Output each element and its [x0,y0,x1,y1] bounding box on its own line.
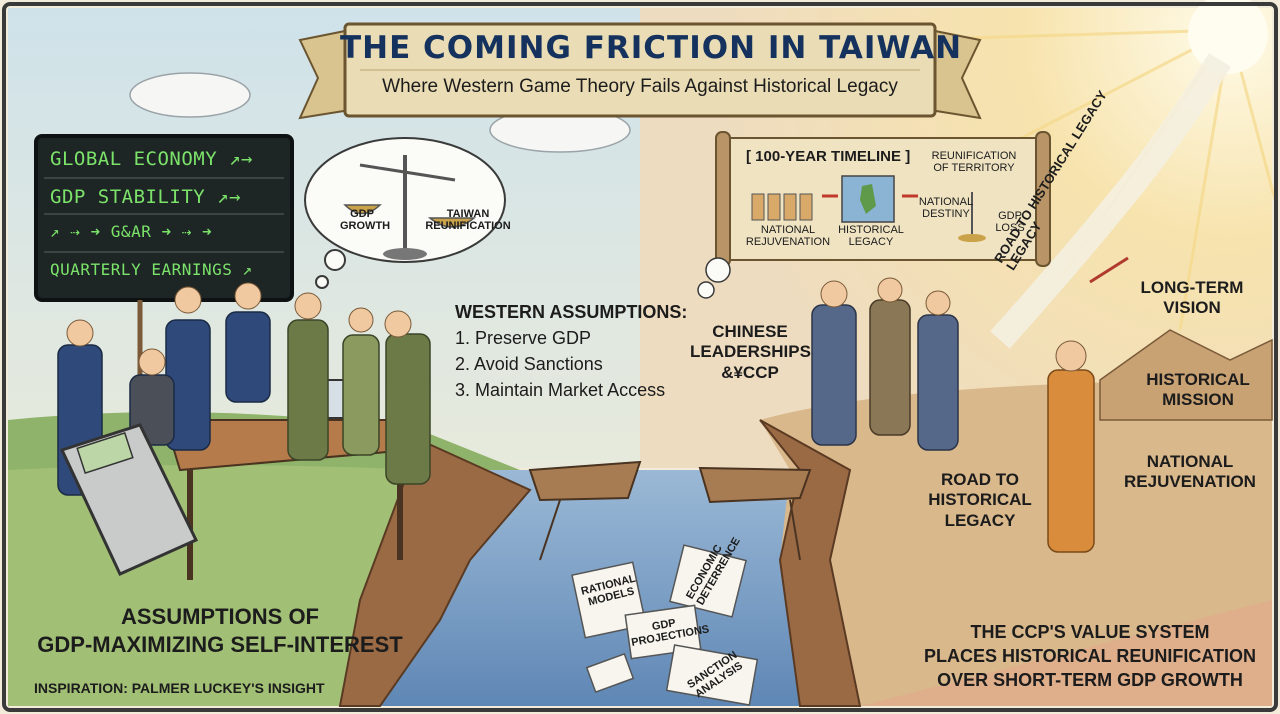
timeline-gdp-loss: GDP LOSS [995,210,1025,234]
ticker-board [34,134,294,410]
ticker-line-global-economy: GLOBAL ECONOMY ↗→ [50,148,253,170]
right-caption-line3: OVER SHORT-TERM GDP GROWTH [937,670,1243,690]
falling-papers [571,544,759,706]
scale-label-taiwan-reunification: TAIWAN REUNIFICATION [425,208,511,232]
right-caption-line2: PLACES HISTORICAL REUNIFICATION [923,646,1256,666]
western-group [57,282,431,580]
ground-right [760,380,1272,706]
left-caption-line2: GDP-MAXIMIZING SELF-INTEREST [37,632,403,657]
timeline-national-destiny: NATIONAL DESTINY [918,196,974,220]
western-assumption-item: 2. Avoid Sanctions [455,354,603,374]
timeline-reunification: REUNIFICATION OF TERRITORY [931,150,1017,174]
western-assumption-item: 3. Maintain Market Access [455,380,666,400]
page-title: THE COMING FRICTION IN TAIWAN [340,30,963,66]
timeline-historical-legacy: HISTORICAL LEGACY [838,224,904,248]
left-caption-line1: ASSUMPTIONS OF [120,604,319,629]
timeline-scroll [697,131,1051,299]
title-banner [298,22,982,120]
label-national-rejuvenation: NATIONAL REJUVENATION [1124,452,1256,492]
road-arrow [1089,256,1129,284]
ticker-line-quarterly-earnings: QUARTERLY EARNINGS ↗ [50,260,253,279]
timeline-header: [ 100-YEAR TIMELINE ] [746,148,911,165]
page-subtitle: Where Western Game Theory Fails Against … [382,76,898,97]
western-assumptions-heading: WESTERN ASSUMPTIONS: [455,302,688,322]
western-assumption-item: 1. Preserve GDP [455,328,592,348]
label-long-term-vision: LONG-TERM VISION [1140,278,1244,318]
timeline-national-rejuvenation: NATIONAL REJUVENATION [745,224,831,248]
scales-thought-bubble [304,137,506,289]
right-caption-line1: THE CCP'S VALUE SYSTEM [970,622,1210,642]
winding-road [990,53,1232,349]
mountains [1099,329,1273,421]
scale-label-gdp-growth: GDP GROWTH [340,208,391,232]
inspiration-credit: INSPIRATION: PALMER LUCKEY'S INSIGHT [34,680,325,696]
broken-bridge [528,460,812,561]
chinese-leadership-label: CHINESE LEADERSHIPS &¥CCP [690,322,811,382]
chinese-leaders-group [811,277,1095,553]
ticker-line-arrows: ↗ ⇢ ➜ G&AR ➜ ⇢ ➜ [50,222,213,241]
cliff-left [338,438,532,707]
label-historical-mission: HISTORICAL MISSION [1146,370,1250,410]
ticker-line-gdp-stability: GDP STABILITY ↗→ [50,186,242,208]
label-road-to-historical-legacy: ROAD TO HISTORICAL LEGACY [928,470,1032,530]
